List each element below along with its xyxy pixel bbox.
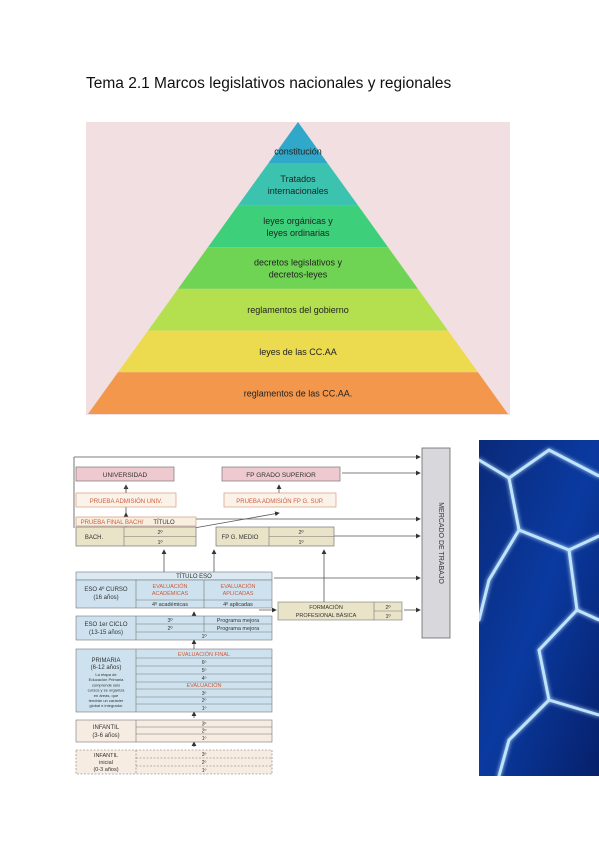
prim-5: 5º bbox=[202, 668, 207, 674]
inf-label-2: (3-6 años) bbox=[92, 733, 119, 739]
pyramid-level-2-label: Tratados bbox=[280, 174, 316, 184]
education-system-diagram: UNIVERSIDAD FP GRADO SUPERIOR PRUEBA ADM… bbox=[64, 440, 456, 776]
inf-3: 3º bbox=[202, 722, 207, 728]
pyramid-level-5 bbox=[148, 288, 448, 331]
fpb-1: 1º bbox=[385, 613, 390, 620]
pyramid-level-2-label: internacionales bbox=[268, 186, 329, 196]
titulo-eso-box bbox=[75, 571, 273, 581]
infi-label-3: (0-3 años) bbox=[93, 767, 118, 773]
pyramid-level-3 bbox=[208, 205, 388, 248]
eval-apl-2: APLICADAS bbox=[223, 591, 254, 597]
fp-superior-label: FP GRADO SUPERIOR bbox=[246, 472, 316, 479]
prim-6: 6º bbox=[202, 660, 207, 666]
pyramid-level-1 bbox=[268, 122, 328, 164]
eso1-box bbox=[75, 615, 273, 641]
prim-4: 4º bbox=[202, 676, 207, 682]
prueba-fp-box bbox=[223, 492, 337, 508]
bach-1: 1º bbox=[157, 539, 162, 546]
infi-3: 3º bbox=[202, 752, 207, 758]
fp-superior-box bbox=[221, 466, 341, 482]
infi-label-1: INFANTIL bbox=[94, 753, 118, 759]
cuarto-acad: 4º académicas bbox=[152, 601, 188, 608]
primaria-note-line: global e integrador bbox=[89, 703, 123, 708]
prueba-bach-box bbox=[75, 516, 197, 527]
titulo-bach-label: TÍTULO bbox=[153, 519, 175, 526]
pyramid-level-4 bbox=[178, 247, 418, 289]
eso1-label-1: ESO 1er CICLO bbox=[84, 622, 127, 628]
eval-acad-2: ACADÉMICAS bbox=[152, 590, 189, 597]
eso1-label-2: (13-15 años) bbox=[89, 630, 123, 636]
pyramid-level-1-label: constitución bbox=[274, 146, 322, 156]
prueba-bach-label: PRUEBA FINAL BACH/ bbox=[81, 520, 144, 526]
pyramid-level-3-label: leyes orgánicas y bbox=[263, 216, 333, 226]
network-svg bbox=[477, 440, 599, 778]
primaria-note-line: comprende seis bbox=[92, 682, 120, 687]
universidad-label: UNIVERSIDAD bbox=[103, 472, 148, 479]
eso4-box bbox=[75, 579, 273, 609]
infi-1: 1º bbox=[202, 768, 207, 774]
eso1-2: 2º bbox=[167, 625, 172, 632]
eso4-label-2: (16 años) bbox=[93, 595, 118, 601]
education-svg: UNIVERSIDAD FP GRADO SUPERIOR PRUEBA ADM… bbox=[73, 447, 451, 775]
prueba-univ-label: PRUEBA ADMISIÓN UNIV. bbox=[90, 498, 163, 505]
mercado-box bbox=[421, 447, 451, 639]
eso4-label-1: ESO 4º CURSO bbox=[84, 586, 128, 593]
prim-2: 2º bbox=[202, 698, 207, 704]
primaria-note-line: cursos y se organiza bbox=[88, 688, 125, 693]
primaria-note-line: Educación Primaria bbox=[89, 677, 124, 682]
infi-2: 2º bbox=[202, 760, 207, 766]
prim-1: 1º bbox=[202, 706, 207, 712]
pyramid-level-6 bbox=[118, 330, 478, 373]
inf-1: 1º bbox=[202, 736, 207, 742]
pyramid-level-7-label: reglamentos de las CC.AA. bbox=[244, 389, 353, 399]
eval-apl-1: EVALUACIÓN bbox=[220, 583, 255, 590]
primaria-note-line: La etapa de bbox=[95, 672, 117, 677]
titulo-eso-label: TÍTULO ESO bbox=[176, 573, 212, 580]
fpb-label-1: FORMACIÓN bbox=[309, 604, 343, 611]
pyramid-level-4-label: decretos-leyes bbox=[269, 270, 328, 280]
pyramid-level-4-label: decretos legislativos y bbox=[254, 258, 343, 268]
prim-label-1: PRIMARIA bbox=[91, 658, 120, 664]
prueba-fp-label: PRUEBA ADMISIÓN FP G. SUP. bbox=[236, 498, 324, 505]
pyramid-level-7 bbox=[88, 372, 508, 414]
primaria-note-line: tendrán un carácter bbox=[89, 698, 124, 703]
prim-eval: EVALUACIÓN bbox=[186, 682, 221, 689]
pyramid-level-3-label: leyes ordinarias bbox=[266, 228, 330, 238]
inf-label-1: INFANTIL bbox=[93, 725, 120, 731]
pyramid-level-2 bbox=[238, 163, 358, 206]
fp-medio-label: FP G. MEDIO bbox=[222, 535, 259, 541]
bach-label: BACH. bbox=[85, 535, 104, 541]
mercado-label: MERCADO DE TRABAJO bbox=[437, 502, 444, 584]
fpm-2: 2º bbox=[298, 529, 303, 536]
fpb-label-2: PROFESIONAL BÁSICA bbox=[296, 612, 357, 619]
universidad-box bbox=[75, 466, 175, 482]
fpm-1: 1º bbox=[298, 539, 303, 546]
page-title: Tema 2.1 Marcos legislativos nacionales … bbox=[86, 75, 452, 92]
prim-3: 3º bbox=[202, 691, 207, 697]
eso1-1: 1º bbox=[201, 633, 206, 640]
primaria-note-line: en áreas, que bbox=[94, 693, 119, 698]
pyramid-level-6-label: leyes de las CC.AA bbox=[259, 347, 337, 357]
cuarto-apl: 4º aplicadas bbox=[223, 601, 253, 608]
decorative-network-image bbox=[477, 440, 599, 778]
pyramid-level-5-label: reglamentos del gobierno bbox=[247, 305, 349, 315]
prog-mejora-2: Programa mejora bbox=[217, 626, 260, 632]
primaria-box bbox=[75, 648, 273, 713]
eval-acad-1: EVALUACIÓN bbox=[152, 583, 187, 590]
eso1-3: 3º bbox=[167, 617, 172, 624]
prim-label-2: (6-12 años) bbox=[91, 665, 122, 671]
prog-mejora-1: Programa mejora bbox=[217, 618, 260, 624]
infantil-box bbox=[75, 719, 273, 743]
infantil-inicial-box bbox=[75, 749, 273, 775]
eval-final-label: EVALUACIÓN FINAL bbox=[178, 651, 230, 658]
inf-2: 2º bbox=[202, 729, 207, 735]
prueba-univ-box bbox=[75, 492, 177, 508]
fpb-2: 2º bbox=[385, 604, 390, 611]
infi-label-2: inicial bbox=[99, 760, 113, 766]
bach-2: 2º bbox=[157, 529, 162, 536]
